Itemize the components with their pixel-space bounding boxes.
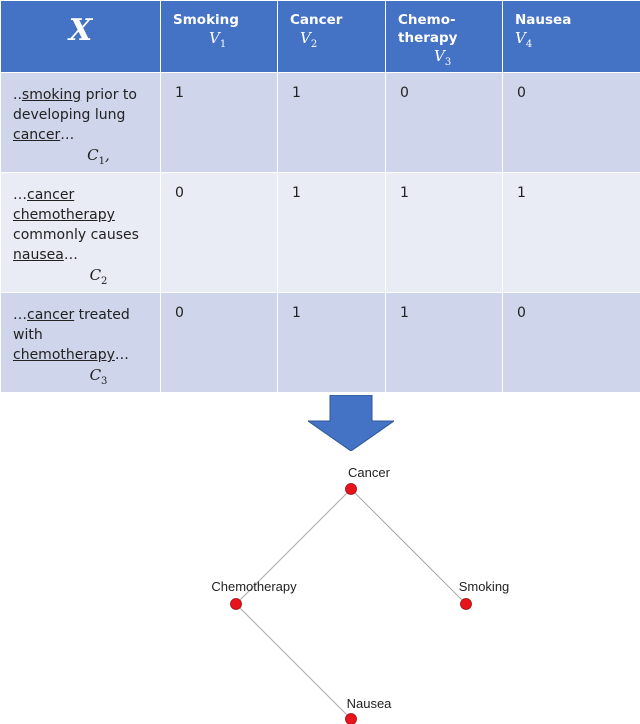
- column-variable: V1: [209, 29, 227, 50]
- column-header-chemotherapy: Chemo- therapy V3: [385, 0, 503, 73]
- table-row: …cancer treated with chemotherapy… C3 0 …: [0, 292, 640, 393]
- down-arrow-icon: [308, 395, 394, 451]
- value-cell: 0: [160, 292, 278, 393]
- node-cancer: [345, 483, 357, 495]
- node-label-cancer: Cancer: [348, 465, 391, 480]
- value-cell: 1: [385, 172, 503, 293]
- node-chemotherapy: [230, 598, 242, 610]
- column-name-cont: therapy: [398, 30, 458, 46]
- value-cell: 1: [160, 72, 278, 173]
- column-variable: V3: [434, 47, 452, 68]
- column-name: Chemo-: [398, 12, 456, 28]
- document-id: C1,: [87, 146, 110, 167]
- column-name: Smoking: [173, 12, 239, 28]
- document-variable-table: X Smoking V1 Cancer V2 Chemo- therapy V3…: [0, 0, 640, 393]
- value-cell: 1: [502, 172, 640, 293]
- value-cell: 1: [277, 292, 386, 393]
- value-cell: 0: [160, 172, 278, 293]
- value-cell: 0: [502, 72, 640, 173]
- column-header-nausea: Nausea V4: [502, 0, 640, 73]
- table-row: ..smoking prior to developing lung cance…: [0, 72, 640, 173]
- column-name: Cancer: [290, 12, 343, 28]
- node-label-chemotherapy: Chemotherapy: [211, 579, 297, 594]
- column-header-cancer: Cancer V2: [277, 0, 386, 73]
- value-cell: 0: [502, 292, 640, 393]
- graph-edges: [235, 488, 467, 720]
- column-variable: V4: [515, 29, 533, 50]
- edge-cancer-smoking: [350, 488, 467, 605]
- arrow-shape: [308, 395, 394, 451]
- node-label-nausea: Nausea: [347, 696, 393, 711]
- table-row: …cancer chemotherapy commonly causes nau…: [0, 172, 640, 293]
- document-cell: …cancer treated with chemotherapy… C3: [0, 292, 161, 393]
- column-header-smoking: Smoking V1: [160, 0, 278, 73]
- document-id: C2: [89, 266, 108, 287]
- document-id: C3: [89, 366, 108, 387]
- x-header: X: [0, 0, 161, 73]
- table-header-row: X Smoking V1 Cancer V2 Chemo- therapy V3…: [0, 0, 640, 73]
- edge-cancer-chemotherapy: [235, 488, 352, 605]
- value-cell: 1: [277, 72, 386, 173]
- column-name: Nausea: [515, 12, 572, 28]
- node-smoking: [460, 598, 472, 610]
- node-nausea: [345, 713, 357, 724]
- document-cell: ..smoking prior to developing lung cance…: [0, 72, 161, 173]
- value-cell: 1: [385, 292, 503, 393]
- value-cell: 0: [385, 72, 503, 173]
- column-variable: V2: [300, 29, 318, 50]
- node-label-smoking: Smoking: [459, 579, 510, 594]
- value-cell: 1: [277, 172, 386, 293]
- edge-chemotherapy-nausea: [235, 603, 352, 720]
- x-symbol: X: [68, 13, 93, 48]
- document-cell: …cancer chemotherapy commonly causes nau…: [0, 172, 161, 293]
